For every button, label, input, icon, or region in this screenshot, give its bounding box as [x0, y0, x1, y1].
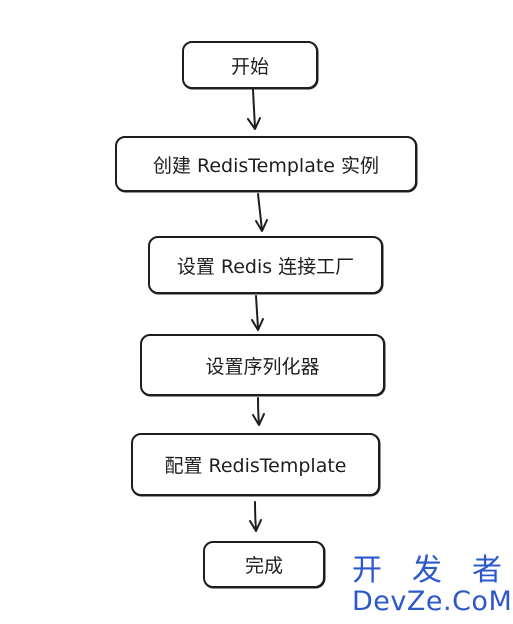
configure-redistemplate-node: 配置 RedisTemplate	[131, 433, 380, 496]
create-redistemplate-node: 创建 RedisTemplate 实例	[115, 136, 417, 192]
arrow-3	[251, 295, 264, 331]
watermark-char: 者	[472, 553, 502, 588]
finish-node: 完成	[203, 541, 325, 588]
set-serializer-node: 设置序列化器	[140, 334, 385, 396]
watermark-char: 发	[412, 553, 442, 588]
set-connection-factory-node: 设置 Redis 连接工厂	[148, 236, 383, 294]
start-node: 开始	[182, 41, 318, 89]
arrow-4	[252, 397, 265, 426]
watermark-developer-text: 开 发 者	[352, 556, 502, 586]
arrow-5	[249, 501, 262, 532]
watermark-domain-text: DevZe.CoM	[352, 586, 513, 617]
arrow-1	[247, 89, 261, 130]
arrow-2	[255, 193, 268, 232]
devze-watermark: 开 发 者 DevZe.CoM	[352, 556, 513, 618]
watermark-char: 开	[352, 553, 382, 588]
